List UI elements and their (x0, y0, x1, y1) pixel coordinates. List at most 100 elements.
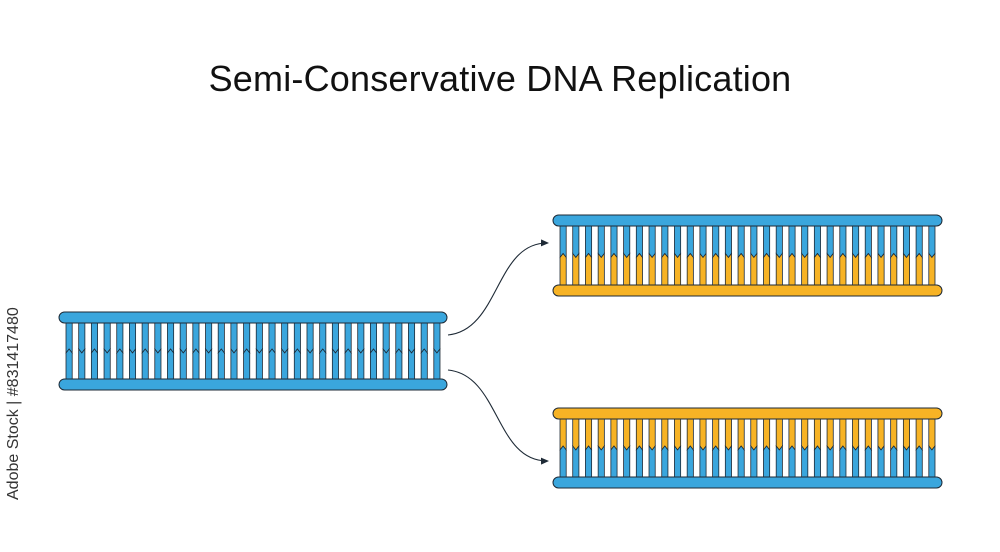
base-pair-lower (661, 252, 669, 287)
sugar-phosphate-backbone-bottom (552, 284, 943, 297)
base-pair-lower (813, 252, 821, 287)
base-pair-upper (750, 224, 758, 259)
base-pair-upper (597, 417, 605, 451)
parent-dna-molecule (58, 311, 448, 391)
base-pair-lower (192, 348, 200, 381)
base-pair-lower (902, 252, 910, 287)
base-pair-lower (852, 444, 860, 479)
base-pair-lower (915, 445, 923, 479)
base-pair-lower (826, 252, 834, 287)
base-pair-lower (306, 347, 314, 381)
base-pair-upper (230, 321, 238, 354)
sugar-phosphate-backbone-bottom (552, 476, 943, 489)
base-pair-lower (737, 252, 745, 287)
base-pair-upper (433, 321, 441, 354)
base-pair-lower (408, 347, 416, 381)
base-pair-lower (331, 347, 339, 381)
base-pair-lower (623, 444, 631, 479)
base-pair-upper (775, 224, 783, 259)
base-pair-lower (686, 445, 694, 479)
base-pair-upper (129, 321, 137, 354)
base-pair-upper (699, 224, 707, 259)
base-pair-lower (852, 252, 860, 287)
base-pair-lower (788, 252, 796, 287)
base-pair-lower (179, 347, 187, 381)
base-pair-lower (750, 252, 758, 287)
base-pair-lower (712, 445, 720, 479)
base-pair-upper (699, 417, 707, 451)
base-pair-upper (686, 417, 694, 452)
base-pair-upper (623, 417, 631, 451)
base-pair-lower (255, 347, 263, 381)
base-pair-lower (154, 347, 162, 381)
base-pair-upper (864, 417, 872, 452)
base-pair-upper (179, 321, 187, 354)
base-pair-upper (103, 321, 111, 354)
replication-arrow-upper (447, 239, 549, 336)
base-pair-lower (890, 445, 898, 479)
base-pair-lower (141, 348, 149, 381)
base-pair-upper (635, 224, 643, 259)
base-pair-lower (928, 252, 936, 287)
base-pair-upper (623, 224, 631, 259)
base-pair-upper (902, 224, 910, 259)
base-pair-lower (65, 348, 73, 381)
base-pair-lower (763, 252, 771, 287)
base-pair-upper (915, 224, 923, 259)
base-pair-lower (763, 445, 771, 479)
sugar-phosphate-backbone-top (552, 214, 943, 227)
base-pair-upper (635, 417, 643, 452)
base-pair-lower (167, 348, 175, 381)
base-pair-lower (839, 445, 847, 479)
base-pair-lower (724, 252, 732, 287)
base-pair-upper (839, 417, 847, 452)
base-pair-lower (699, 252, 707, 287)
base-pair-lower (902, 444, 910, 479)
base-pair-upper (775, 417, 783, 451)
base-pair-upper (813, 417, 821, 452)
base-pair-lower (623, 252, 631, 287)
base-pair-lower (319, 348, 327, 381)
base-pair-lower (90, 348, 98, 381)
base-pair-lower (78, 347, 86, 381)
base-pair-upper (408, 321, 416, 354)
base-pair-lower (129, 347, 137, 381)
base-pair-lower (382, 347, 390, 381)
base-pair-upper (686, 224, 694, 259)
base-pair-upper (357, 321, 365, 354)
base-pair-upper (572, 417, 580, 451)
base-pair-upper (585, 224, 593, 259)
base-pair-lower (369, 348, 377, 381)
base-pair-upper (928, 224, 936, 259)
base-pair-lower (243, 348, 251, 381)
base-pair-lower (877, 252, 885, 287)
base-pair-lower (610, 445, 618, 479)
base-pair-upper (877, 417, 885, 451)
base-pair-upper (712, 224, 720, 259)
base-pair-upper (877, 224, 885, 259)
base-pair-lower (103, 347, 111, 381)
base-pair-upper (559, 224, 567, 259)
daughter-dna-molecule-1 (552, 214, 943, 297)
base-pair-lower (788, 445, 796, 479)
base-pair-upper (78, 321, 86, 354)
base-pair-upper (597, 224, 605, 259)
base-pair-lower (433, 347, 441, 381)
diagram-title: Semi-Conservative DNA Replication (208, 58, 792, 99)
base-pair-upper (712, 417, 720, 452)
base-pair-lower (293, 348, 301, 381)
base-pair-upper (724, 224, 732, 259)
base-pair-upper (585, 417, 593, 452)
base-pair-upper (661, 224, 669, 259)
base-pair-lower (420, 348, 428, 381)
base-pair-lower (395, 348, 403, 381)
base-pair-lower (864, 445, 872, 479)
base-pair-upper (788, 417, 796, 452)
base-pair-lower (559, 445, 567, 479)
base-pair-lower (597, 252, 605, 287)
sugar-phosphate-backbone-top (58, 311, 448, 324)
base-pair-upper (852, 224, 860, 259)
base-pair-lower (877, 444, 885, 479)
base-pair-upper (915, 417, 923, 452)
base-pair-upper (255, 321, 263, 354)
